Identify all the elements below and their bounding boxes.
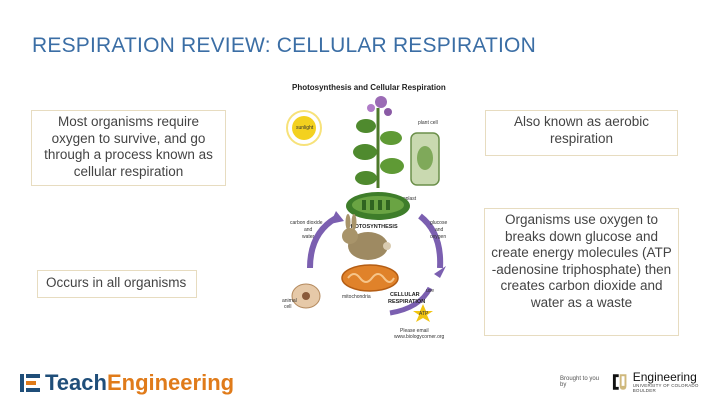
text-box-process: Organisms use oxygen to breaks down gluc… xyxy=(484,208,679,336)
label-glucose-oxygen-2: and xyxy=(435,227,444,233)
photosynthesis-respiration-diagram: Photosynthesis and Cellular Respiration … xyxy=(270,78,470,350)
animal-cell-icon xyxy=(291,283,321,309)
mitochondria-icon xyxy=(341,264,399,292)
cu-boulder-logo: Brought to you by Engineering UNIVERSITY… xyxy=(560,370,720,394)
cu-mark-icon xyxy=(613,374,627,390)
label-co2-water-3: water xyxy=(302,234,315,240)
sun-icon xyxy=(286,110,322,146)
label-glucose-oxygen-3: oxygen xyxy=(430,234,446,240)
label-credit-2: www.biologycorner.org xyxy=(394,334,445,340)
chloroplast-icon xyxy=(346,192,410,220)
label-animal-cell-1: animal xyxy=(282,298,297,304)
brought-to-you-by: Brought to you by xyxy=(560,376,600,388)
label-plant-cell: plant cell xyxy=(418,120,438,126)
engineering-wordmark: Engineering xyxy=(106,370,235,395)
label-sunlight: sunlight xyxy=(296,125,314,131)
diagram-title: Photosynthesis and Cellular Respiration xyxy=(292,83,446,92)
label-respiration: RESPIRATION xyxy=(388,299,425,305)
teach-wordmark: Teach xyxy=(45,370,107,395)
atp-star-icon xyxy=(413,304,433,322)
teachengineering-mark-icon xyxy=(20,374,40,392)
label-credit-1: Please email xyxy=(400,328,429,334)
label-photosynthesis: PHOTOSYNTHESIS xyxy=(347,224,398,230)
cu-engineering-text: Engineering xyxy=(632,370,697,384)
rabbit-icon xyxy=(342,214,391,260)
plant-cell-icon xyxy=(410,132,440,186)
label-atp: ATP xyxy=(419,311,429,317)
label-mitochondria: mitochondria xyxy=(342,294,371,300)
label-co2-water-1: carbon dioxide xyxy=(290,220,323,226)
cu-university-text: UNIVERSITY OF COLORADO BOULDER xyxy=(632,383,699,393)
label-co2-water-2: and xyxy=(304,227,313,233)
text-box-all-organisms: Occurs in all organisms xyxy=(37,270,197,298)
label-animal-cell-2: cell xyxy=(284,304,292,310)
label-use: use xyxy=(426,288,434,294)
label-glucose-oxygen-1: glucose xyxy=(430,220,447,226)
text-box-oxygen: Most organisms require oxygen to survive… xyxy=(31,110,226,186)
label-cellular: CELLULAR xyxy=(390,292,420,298)
cycle-arrows xyxy=(307,211,446,316)
slide-title: RESPIRATION REVIEW: CELLULAR RESPIRATION xyxy=(32,34,536,57)
text-box-aerobic: Also known as aerobic respiration xyxy=(485,110,678,156)
plant-icon xyxy=(353,96,404,188)
